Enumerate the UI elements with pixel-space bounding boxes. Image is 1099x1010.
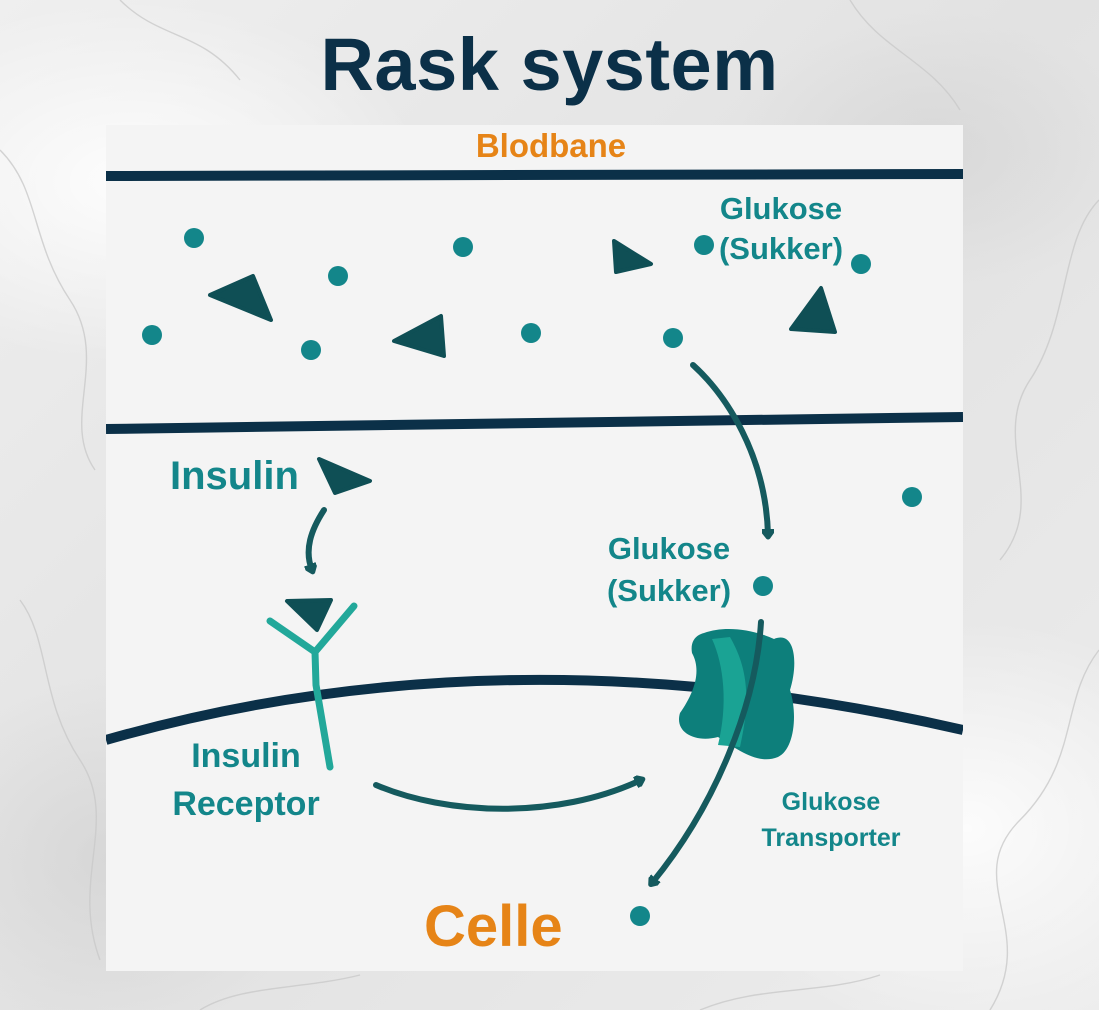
insulin-receptor-label: Insulin Receptor <box>156 732 336 828</box>
glucose-dot <box>753 576 773 596</box>
blodbane-label: Blodbane <box>475 127 627 164</box>
glukose-transporter-label-line2: Transporter <box>761 824 901 852</box>
arrow-glucose-into-cell <box>652 619 764 883</box>
insulin-triangle <box>789 286 837 334</box>
insulin-label: Insulin <box>170 454 299 498</box>
glucose-dot <box>694 235 714 255</box>
glucose-dot <box>902 487 922 507</box>
insulin-triangle <box>392 314 446 358</box>
glukose-label-top-line2: (Sukker) <box>718 231 844 266</box>
arrow-glucose-down <box>690 362 768 535</box>
glucose-dot <box>301 340 321 360</box>
glukose-transporter-label-line1: Glukose <box>781 788 881 816</box>
glucose-dot <box>328 266 348 286</box>
celle-label: Celle <box>424 894 563 959</box>
glucose-dot <box>453 237 473 257</box>
vessel-wall-bottom <box>106 412 963 434</box>
insulin-receptor-label-line1: Insulin <box>191 737 301 775</box>
glucose-dot <box>521 323 541 343</box>
diagram-panel: Blodbane Glukose (Sukker) Insulin Glukos… <box>106 125 963 971</box>
arrow-receptor-to-transporter <box>373 780 641 812</box>
insulin-triangle <box>317 457 372 495</box>
glucose-dot <box>184 228 204 248</box>
glukose-transporter-label: Glukose Transporter <box>741 784 921 856</box>
glukose-label-top: Glukose (Sukker) <box>686 189 876 269</box>
vessel-wall-top <box>106 169 963 181</box>
insulin-triangle <box>208 274 273 322</box>
insulin-receptor-label-line2: Receptor <box>172 785 320 823</box>
glucose-dot <box>851 254 871 274</box>
insulin-receptor <box>266 602 358 771</box>
glukose-label-mid: Glukose (Sukker) <box>584 528 754 612</box>
glucose-dot <box>663 328 683 348</box>
page-title: Rask system <box>320 23 779 106</box>
glucose-transporter <box>678 628 795 760</box>
cell-membrane <box>106 674 963 745</box>
glucose-dot <box>630 906 650 926</box>
insulin-triangle-bound <box>285 598 333 632</box>
glukose-label-top-line1: Glukose <box>719 191 843 226</box>
insulin-triangle <box>612 239 653 274</box>
arrow-insulin-down <box>309 507 327 570</box>
glucose-dot <box>142 325 162 345</box>
glukose-label-mid-line1: Glukose <box>607 531 731 566</box>
glukose-label-mid-line2: (Sukker) <box>606 573 732 608</box>
diagram-canvas <box>106 169 963 926</box>
